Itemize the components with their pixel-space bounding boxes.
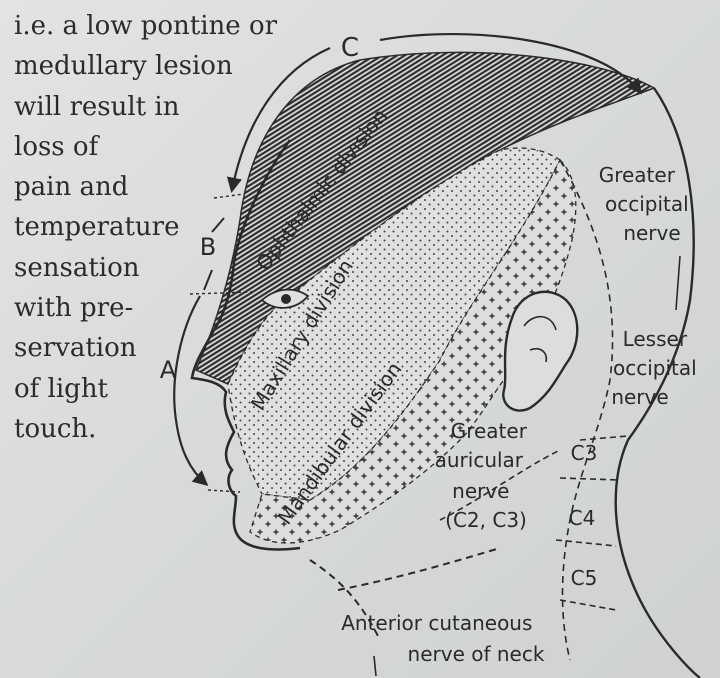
greater-occipital-line: Greater [599, 163, 676, 187]
arc-a-label: A [160, 356, 177, 384]
eye-pupil [281, 294, 291, 304]
tick-c [214, 194, 244, 198]
anterior-cutaneous-line: nerve of neck [408, 642, 545, 666]
greater-auricular-line: Greater [451, 419, 528, 443]
anterior-cutaneous-line: Anterior cutaneous [341, 611, 532, 635]
c3-label: C3 [571, 441, 598, 465]
ear [503, 292, 577, 411]
lesser-occipital-line: Lesser [623, 327, 688, 351]
lesser-occipital-label: Lesser occipital nerve [611, 327, 703, 409]
greater-auricular-line: auricular [435, 448, 524, 472]
arc-a-arrow [174, 296, 206, 484]
anterior-cutaneous-label: Anterior cutaneous nerve of neck [341, 611, 545, 666]
greater-occipital-label: Greater occipital nerve [599, 163, 695, 245]
greater-occipital-line: occipital [605, 192, 689, 216]
lesser-occipital-line: occipital [613, 356, 697, 380]
arc-b-label: B [200, 233, 216, 261]
greater-auricular-line: (C2, C3) [445, 508, 527, 532]
anterior-cutaneous-leader [374, 656, 376, 676]
lesser-occipital-line: nerve [611, 385, 668, 409]
tick-a [208, 490, 240, 492]
c4-label: C4 [569, 506, 596, 530]
greater-occipital-line: nerve [623, 221, 680, 245]
c5-label: C5 [571, 566, 598, 590]
greater-occipital-leader [676, 256, 680, 310]
greater-auricular-line: nerve [452, 479, 509, 503]
arc-c-label: C [341, 33, 359, 63]
